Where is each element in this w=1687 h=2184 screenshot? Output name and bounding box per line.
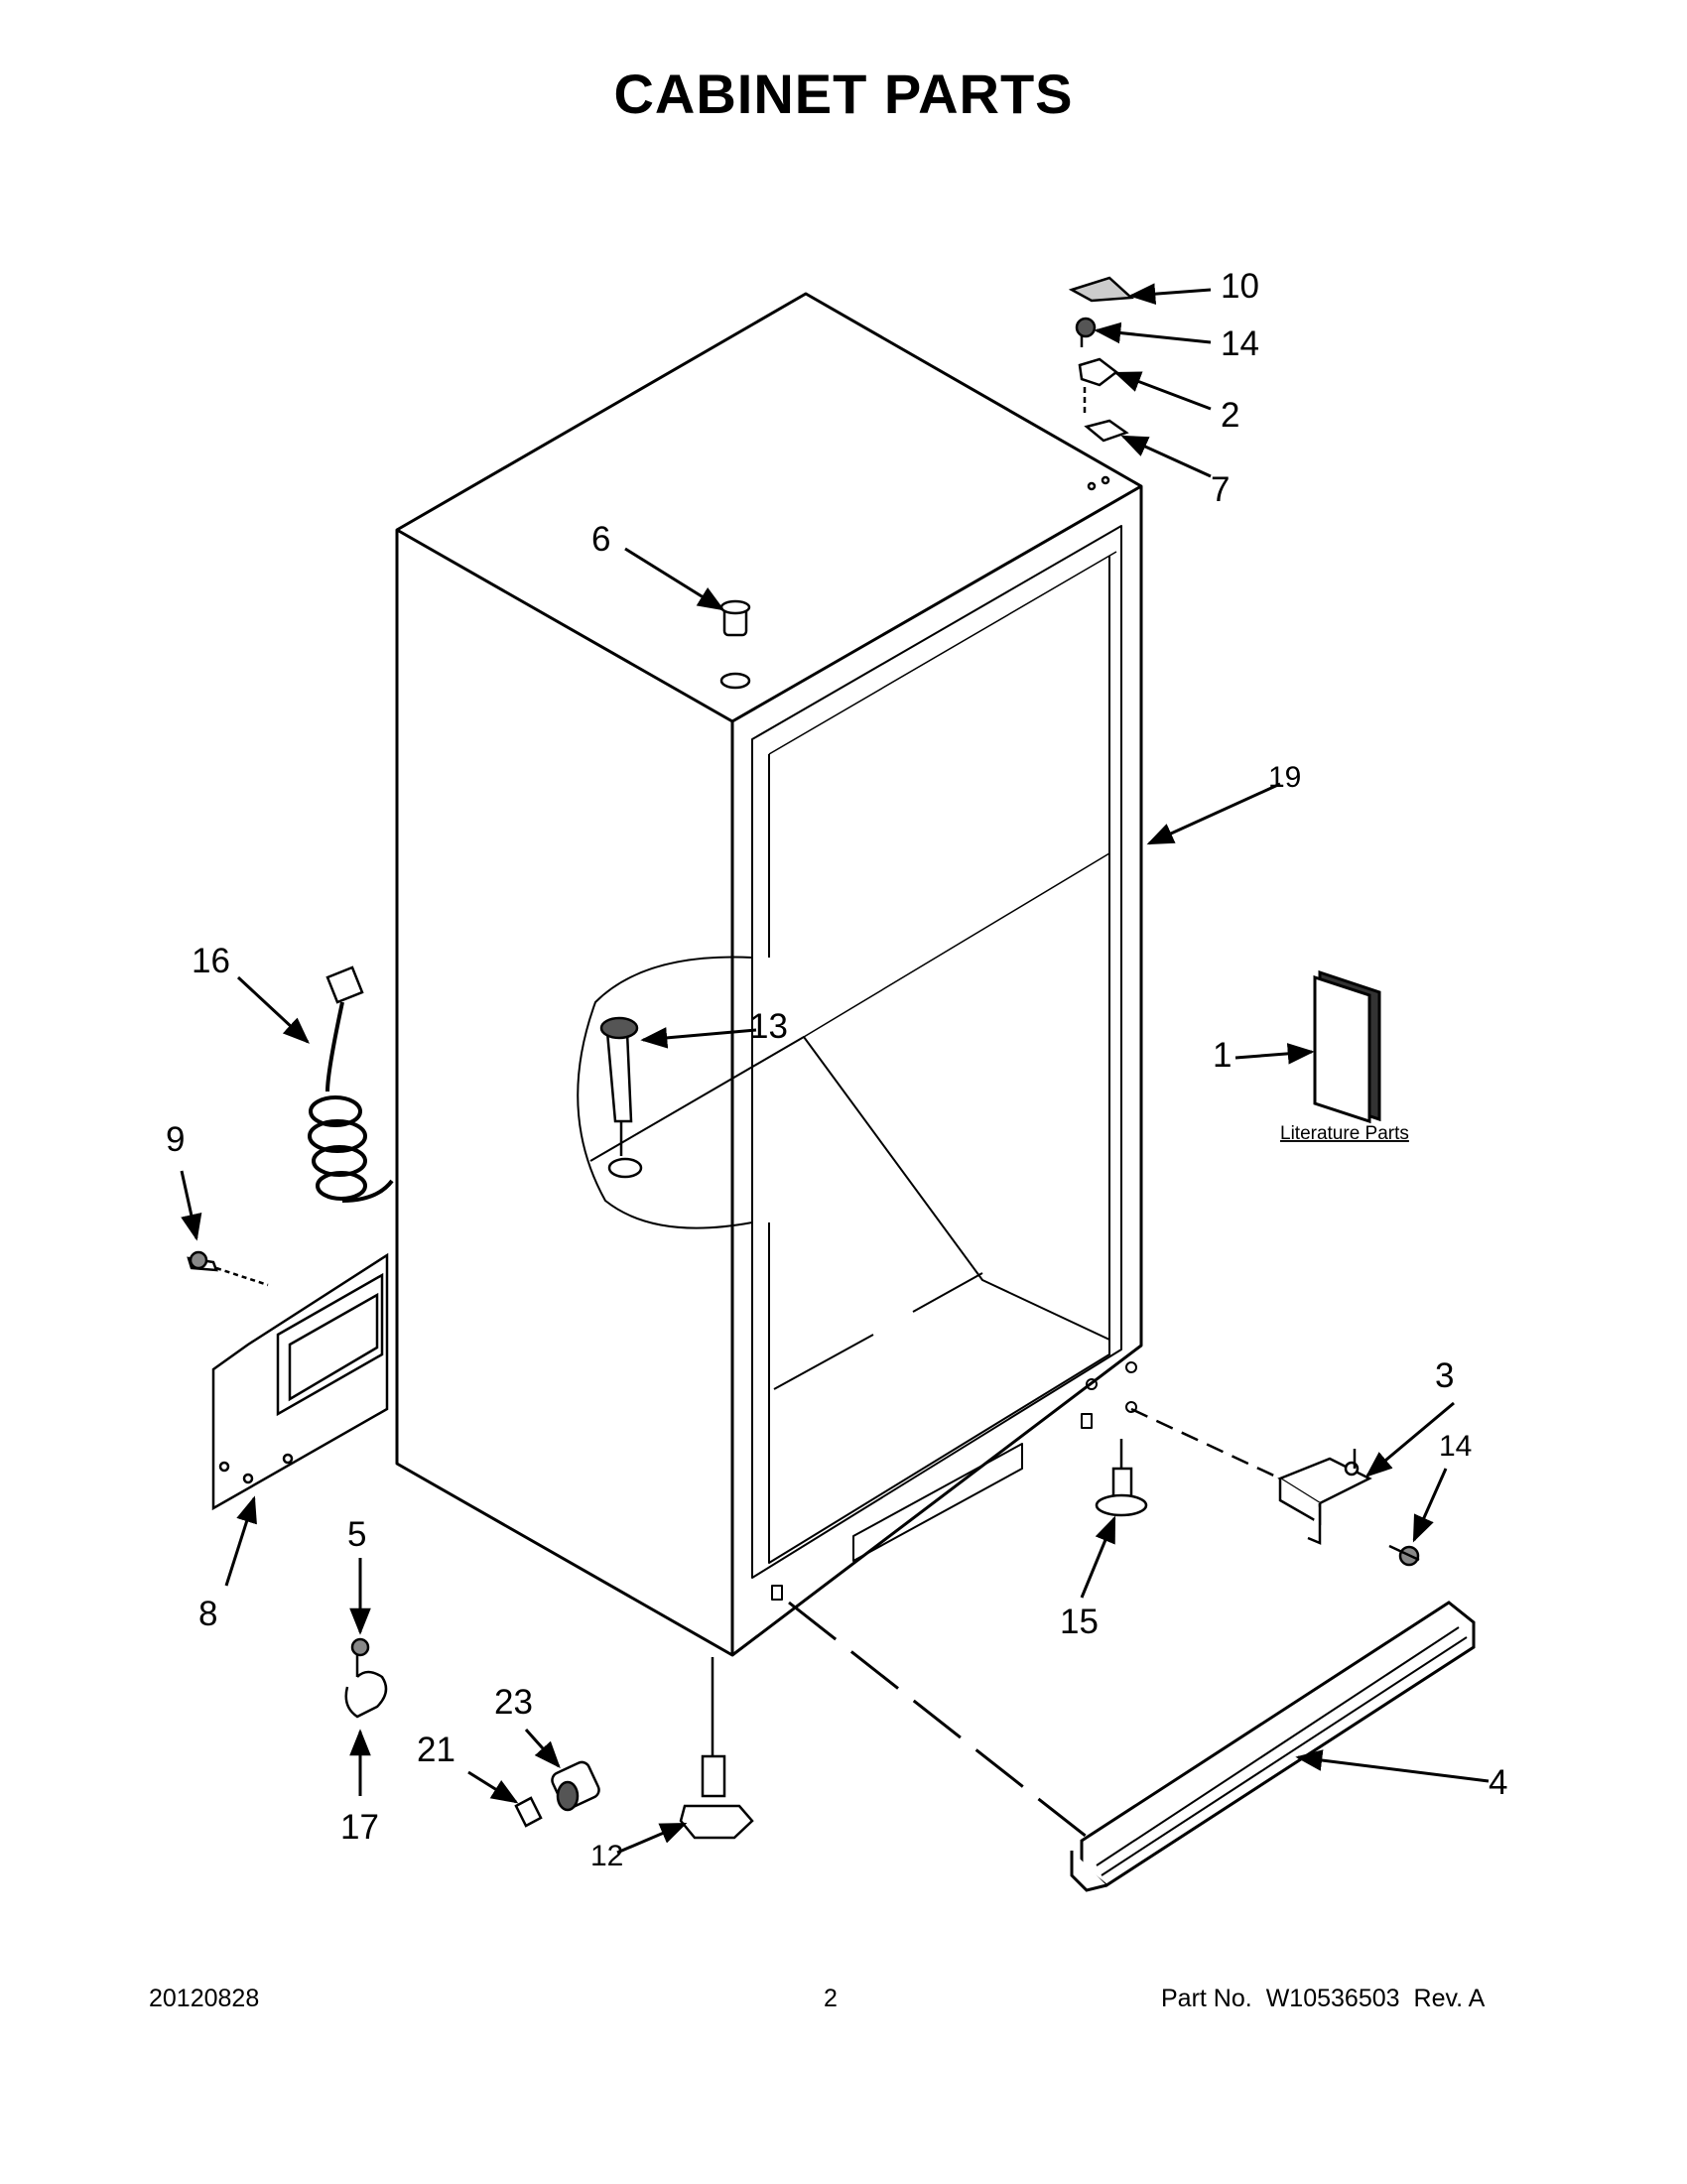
bushing-parts [514,1760,600,1828]
leveling-leg-part-15 [1095,1439,1148,1517]
callout-3: 3 [1435,1356,1454,1395]
footer-page-number: 2 [824,1985,838,2012]
callout-5: 5 [347,1515,366,1554]
callout-17: 17 [340,1808,379,1847]
part-number: W10536503 [1265,1985,1400,2012]
toe-grille-part-4 [788,1601,1476,1892]
callout-16: 16 [192,942,230,980]
callout-21: 21 [417,1731,455,1769]
footer-part-info: Part No. W10536503 Rev. A [1161,1985,1498,2013]
callout-15: 15 [1060,1603,1099,1641]
power-cord-part-16 [308,965,394,1203]
callout-8: 8 [198,1595,217,1633]
plug-part-6 [719,599,751,690]
callout-14-bracket: 14 [1439,1430,1472,1463]
callout-23: 23 [494,1683,533,1722]
callout-1: 1 [1213,1036,1232,1075]
callout-9: 9 [166,1120,185,1159]
hinge-bracket-part-3 [1130,1407,1420,1567]
light-socket-part-13 [599,1016,643,1179]
page-title: CABINET PARTS [613,63,1074,125]
callout-19: 19 [1268,761,1301,794]
literature-booklet-icon [1313,969,1381,1124]
part-number-label: Part No. [1161,1985,1252,2012]
callout-7: 7 [1211,470,1230,509]
revision: Rev. A [1413,1985,1486,2012]
screw-part-9 [187,1250,269,1287]
literature-parts-link[interactable]: Literature Parts [1280,1123,1409,1144]
callout-14-top: 14 [1221,324,1259,363]
callout-12: 12 [590,1840,623,1872]
callout-10: 10 [1221,267,1259,306]
leader-arrows [180,283,1490,1855]
cabinet-body [395,292,1143,1657]
leveling-leg-part-12 [679,1657,754,1840]
back-panel-part-8 [211,1252,389,1511]
callout-13: 13 [749,1007,788,1046]
callout-4: 4 [1489,1763,1507,1802]
callout-6: 6 [591,520,610,559]
screw-and-clip-parts [344,1637,388,1719]
callout-2: 2 [1221,396,1239,435]
footer-date: 20120828 [149,1985,260,2012]
